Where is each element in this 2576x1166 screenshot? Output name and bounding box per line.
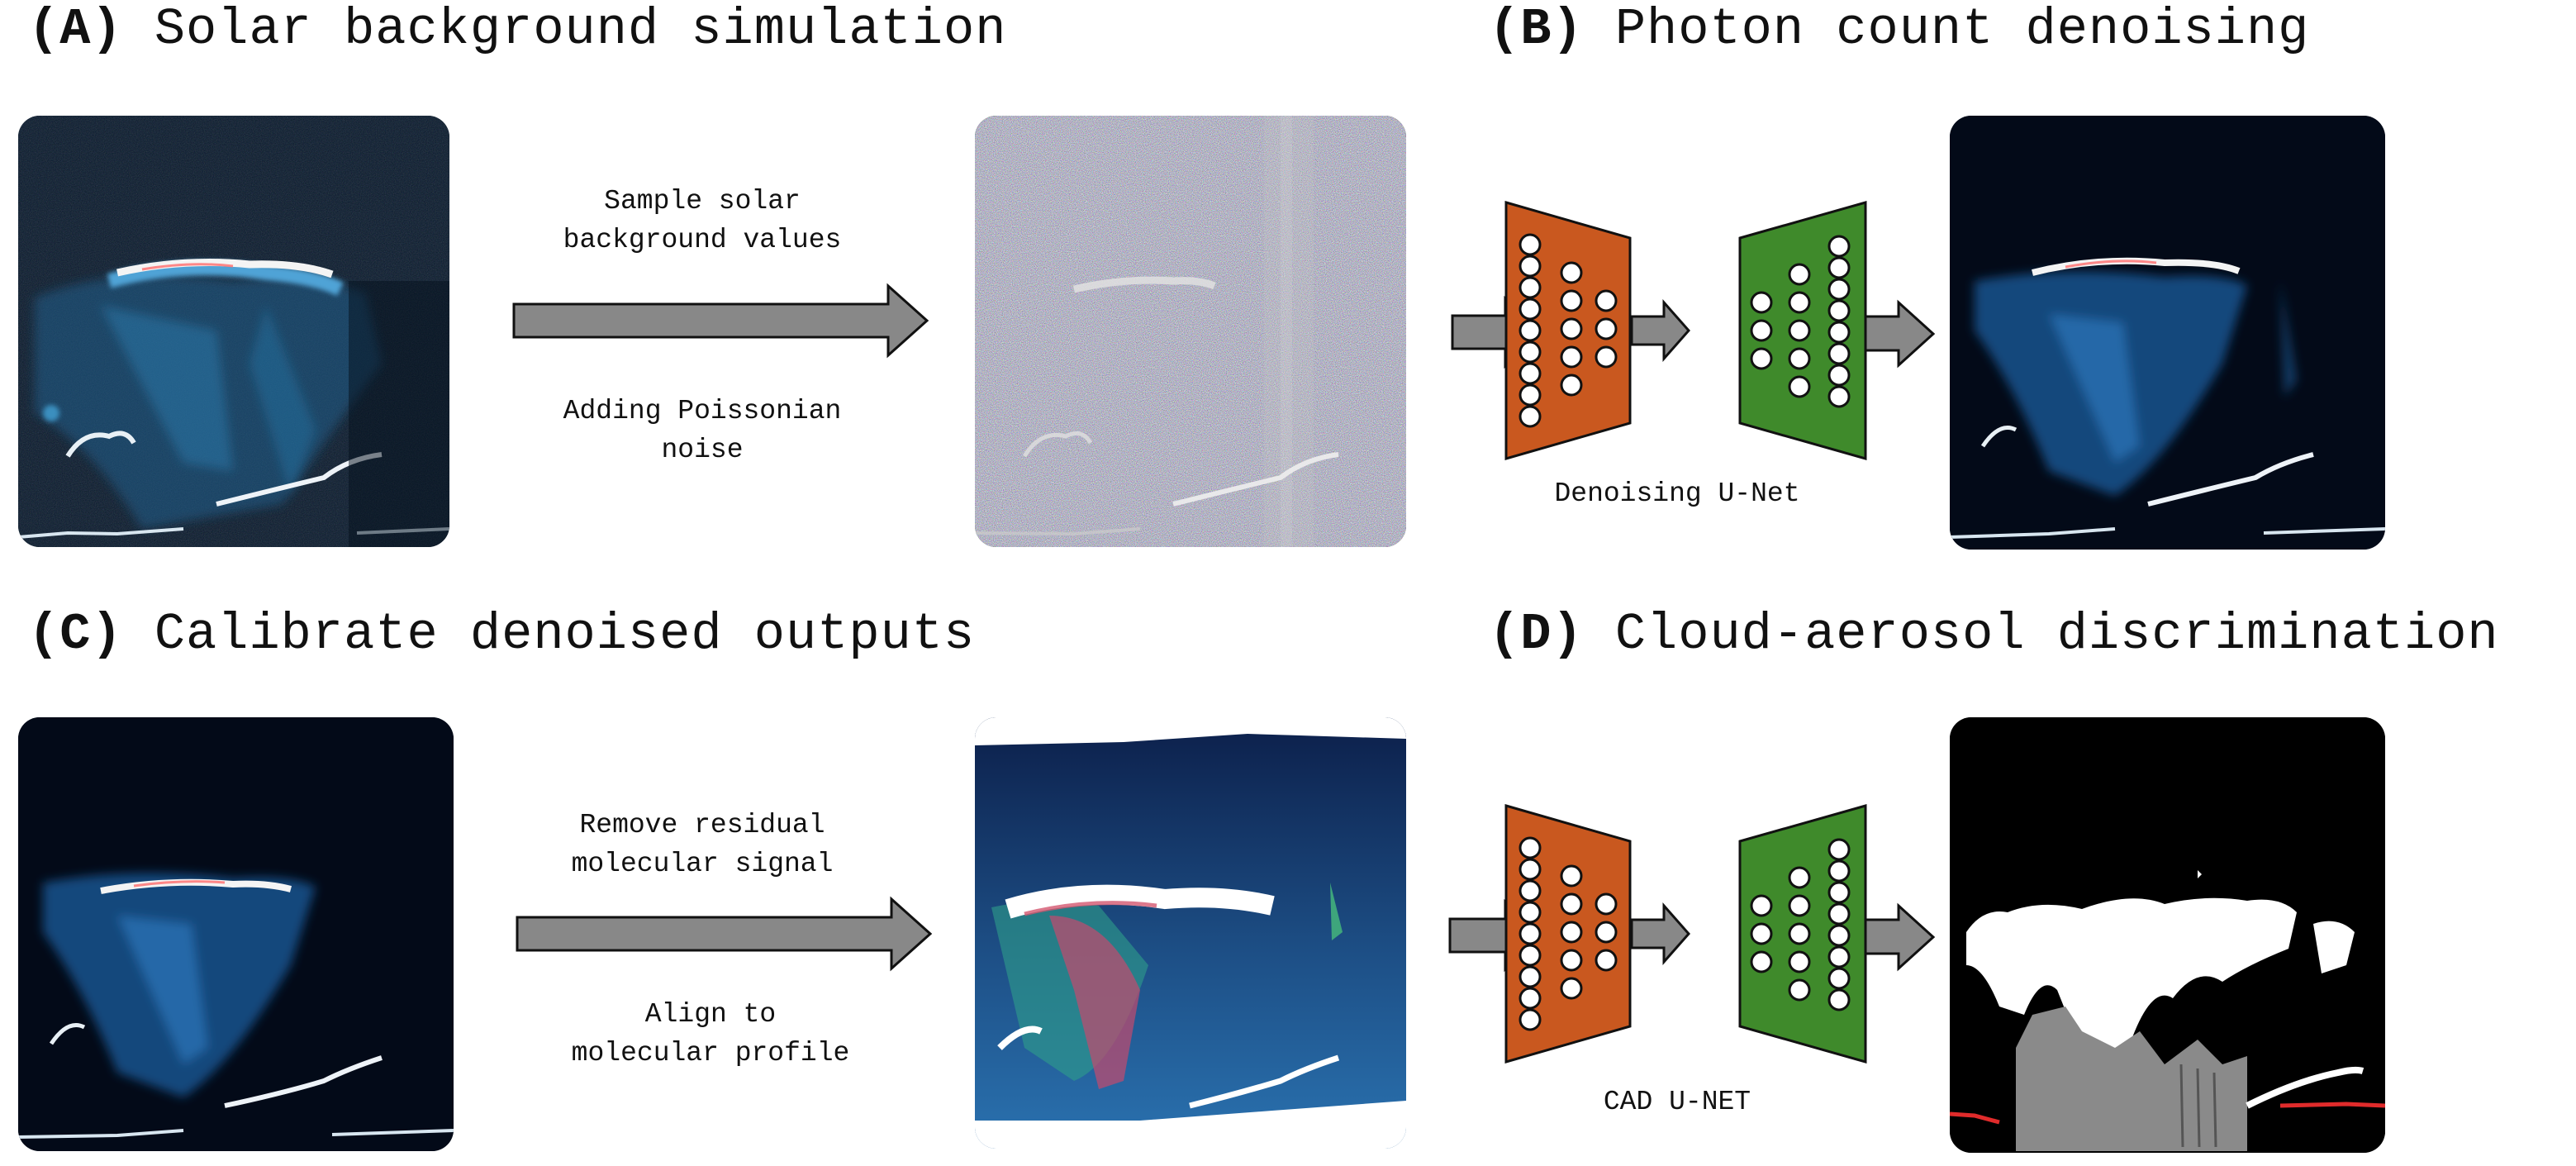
panel-c-arrow-bottom-caption: Align to molecular profile [571,999,850,1068]
panel-b-title-text: Photon count denoising [1614,0,2310,59]
panel-d-output-arrow [1864,902,1936,972]
panel-c-title: (C) Calibrate denoised outputs [28,605,975,664]
panel-d-letter: (D) [1489,605,1584,664]
cad-mask-image [1950,717,2385,1153]
panel-c-title-text: Calibrate denoised outputs [154,605,976,664]
panel-d-decoder-nodes [1750,838,1851,1011]
panel-d-net-label: CAD U-NET [1603,1087,1751,1117]
panel-c-arrow-top-caption: Remove residual molecular signal [571,810,834,879]
panel-a-arrow [512,283,929,359]
panel-d-title: (D) Cloud-aerosol discrimination [1489,605,2499,664]
panel-b-network [1451,201,1936,460]
panel-c-letter: (C) [28,605,123,664]
panel-b-net-label: Denoising U-Net [1554,478,1800,509]
panel-a-title-text: Solar background simulation [154,0,1007,59]
panel-a-arrow-bottom-caption: Adding Poissonian noise [563,396,842,465]
denoised-lidar-image-b [1950,116,2385,550]
panel-d-encoder-nodes [1519,836,1618,1031]
panel-d-title-text: Cloud-aerosol discrimination [1614,605,2499,664]
panel-b-output-arrow [1864,299,1936,369]
calibrated-lidar-image [975,717,1406,1149]
panel-b-letter: (B) [1489,0,1584,59]
panel-a-letter: (A) [28,0,123,59]
panel-a-arrow-top-caption: Sample solar background values [563,186,842,255]
panel-b-title: (B) Photon count denoising [1489,0,2309,59]
panel-a-title: (A) Solar background simulation [28,0,1006,59]
panel-b-mid-arrow [1630,299,1691,362]
panel-c-arrow [516,896,933,972]
panel-d-mid-arrow [1630,902,1691,965]
raw-lidar-image [18,116,449,547]
panel-b-decoder-nodes [1750,235,1851,408]
noisy-lidar-image [975,116,1406,547]
denoised-lidar-image-c [18,717,454,1151]
panel-b-encoder-nodes [1519,233,1618,428]
panel-d-network [1448,804,1936,1064]
